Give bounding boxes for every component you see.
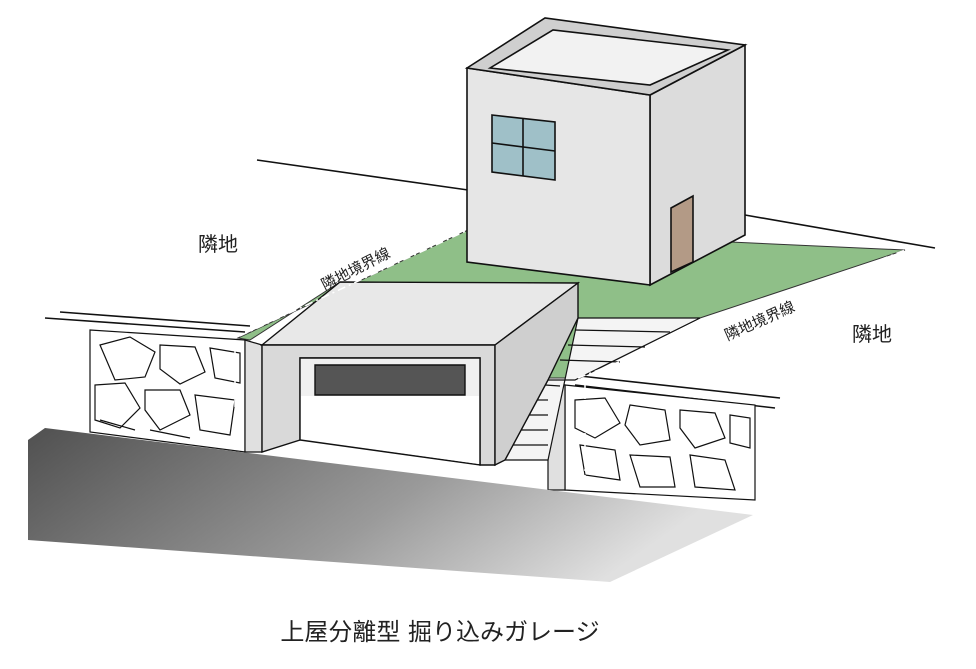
garage-interior <box>314 364 466 396</box>
house <box>464 17 748 287</box>
neighbor-label-right: 隣地 <box>852 322 892 346</box>
road <box>28 428 753 582</box>
neighbor-label-left: 隣地 <box>198 232 238 256</box>
boundary-lines <box>234 229 906 490</box>
caption: 上屋分離型 掘り込みガレージ <box>280 618 600 646</box>
garage <box>260 281 581 467</box>
stone-wall-left <box>89 329 263 453</box>
door <box>670 194 694 274</box>
stone-wall-right <box>547 379 756 501</box>
window <box>491 114 556 181</box>
